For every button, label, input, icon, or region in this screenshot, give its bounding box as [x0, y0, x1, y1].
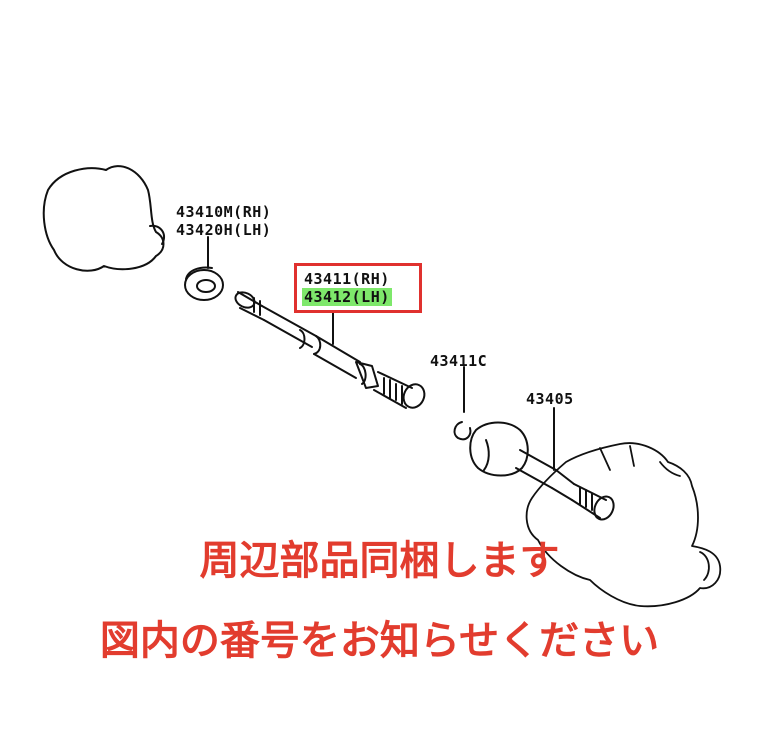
label-43410m-rh: 43410M(RH) [176, 203, 272, 221]
label-43405: 43405 [526, 390, 574, 408]
notice-line-2: 図内の番号をお知らせください [99, 618, 660, 664]
label-43411-rh: 43411(RH) [304, 270, 390, 288]
notice-line-1: 周辺部品同梱します [199, 538, 560, 584]
drive-shaft [234, 291, 426, 409]
housing-block [525, 442, 722, 608]
label-43411c: 43411C [430, 352, 488, 370]
highlight-box [294, 263, 422, 313]
inner-shaft [469, 421, 615, 521]
label-43412-lh: 43412(LH) [302, 288, 392, 306]
label-43420h-lh: 43420H(LH) [176, 221, 272, 239]
snap-ring [453, 421, 472, 441]
differential-case-outline [42, 165, 165, 272]
oil-seal [184, 266, 224, 301]
